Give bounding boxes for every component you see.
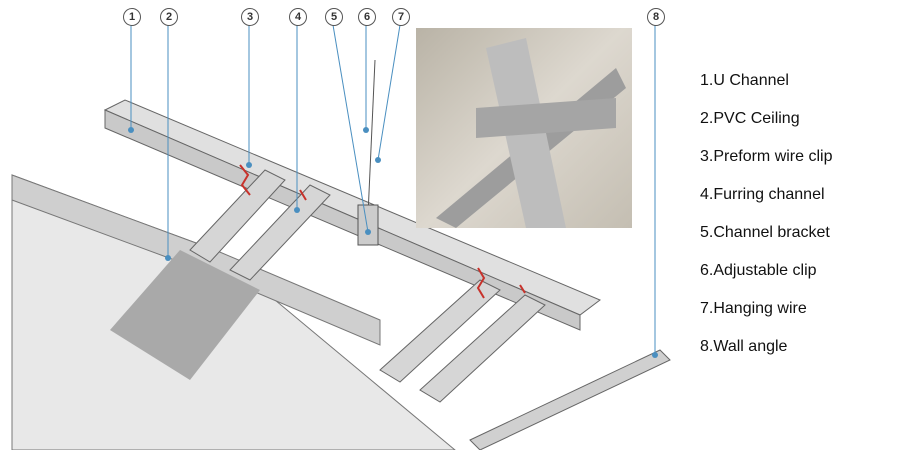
- legend-item: 8.Wall angle: [700, 338, 788, 355]
- leader-lines: [130, 24, 656, 355]
- channel-bracket: [357, 204, 379, 246]
- furring-channel: [419, 294, 546, 403]
- callout-8: 8: [647, 8, 665, 26]
- callout-7: 7: [392, 8, 410, 26]
- legend-item: 3.Preform wire clip: [700, 148, 833, 165]
- callout-2: 2: [160, 8, 178, 26]
- product-photo: [416, 28, 632, 228]
- panel-joint-shadow: [110, 250, 260, 380]
- legend-item: 5.Channel bracket: [700, 224, 830, 241]
- hanging-wire: [367, 59, 376, 216]
- legend-item: 2.PVC Ceiling: [700, 110, 800, 127]
- callout-1: 1: [123, 8, 141, 26]
- photo-channels: [436, 38, 626, 228]
- callout-3: 3: [241, 8, 259, 26]
- u-channel-side: [104, 109, 581, 331]
- preform-wire-clip: [239, 164, 526, 299]
- furring-channel: [189, 169, 286, 263]
- legend-item: 7.Hanging wire: [700, 300, 807, 317]
- leader-dots: [128, 127, 658, 358]
- wall-angle: [469, 349, 671, 450]
- furring-channel: [229, 184, 331, 281]
- callout-5: 5: [325, 8, 343, 26]
- legend-item: 4.Furring channel: [700, 186, 825, 203]
- legend: 1.U Channel 2.PVC Ceiling 3.Preform wire…: [700, 70, 832, 374]
- callout-6: 6: [358, 8, 376, 26]
- callout-4: 4: [289, 8, 307, 26]
- furring-channel: [379, 279, 501, 383]
- legend-item: 1.U Channel: [700, 72, 789, 89]
- legend-item: 6.Adjustable clip: [700, 262, 817, 279]
